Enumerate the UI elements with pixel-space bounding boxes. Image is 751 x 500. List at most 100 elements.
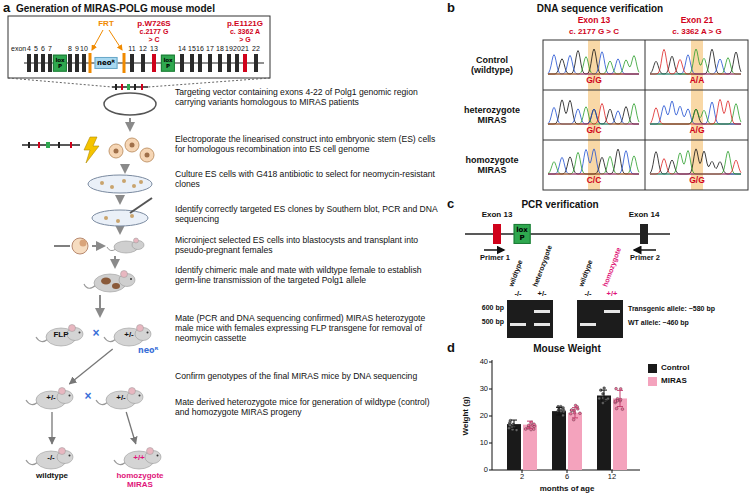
gene-map bbox=[227, 54, 231, 72]
electroporation bbox=[46, 142, 50, 148]
weight-bars bbox=[514, 420, 515, 428]
breeding-arrow bbox=[51, 412, 52, 444]
axis-title: months of age bbox=[540, 484, 595, 493]
gene-map bbox=[123, 53, 126, 73]
weight-bars bbox=[559, 407, 560, 415]
chromatogram bbox=[548, 56, 639, 74]
breeding-arrow bbox=[126, 412, 136, 444]
blastocyst-injection bbox=[80, 240, 87, 247]
weight-bars bbox=[530, 421, 531, 428]
mouse-outline bbox=[157, 455, 159, 457]
weight-bars bbox=[603, 387, 606, 390]
weight-bars bbox=[579, 412, 582, 415]
genotype-note: homozygote MIRAS bbox=[116, 471, 163, 489]
genotype-note: neoᴿ bbox=[138, 346, 159, 355]
chimeric-mouse bbox=[112, 283, 120, 289]
weight-bars bbox=[604, 390, 605, 401]
exon-number: 14 bbox=[178, 45, 186, 53]
exon-number: 13 bbox=[150, 45, 158, 53]
variant-label: c.2177 G > C bbox=[139, 28, 169, 44]
weight-bars bbox=[527, 421, 533, 422]
flow-arrow bbox=[99, 295, 101, 316]
step-text: Electroporate the linearised construct i… bbox=[175, 135, 440, 155]
pcr-schematic bbox=[493, 224, 501, 244]
legend-text: Control bbox=[661, 363, 689, 372]
tick-label: 0 bbox=[484, 466, 488, 475]
gene-map bbox=[89, 53, 92, 73]
box-text: lox P bbox=[163, 57, 172, 70]
electroporation bbox=[84, 137, 99, 163]
mouse-node: +/-neoᴿ bbox=[108, 323, 152, 347]
weight-bars bbox=[615, 387, 618, 390]
genotype-call: G/G bbox=[689, 176, 705, 186]
tick-label: 20 bbox=[480, 412, 488, 421]
cross-symbol: × bbox=[92, 327, 99, 341]
genotype-call: G/C bbox=[586, 126, 601, 136]
exon-number: 22 bbox=[252, 45, 260, 53]
lane-genotype: -/- bbox=[514, 290, 521, 299]
exon-number: 7 bbox=[48, 45, 52, 53]
row-label: homozygote MIRAS bbox=[457, 155, 527, 176]
mouse-outline bbox=[69, 455, 71, 457]
electroporation bbox=[114, 149, 119, 154]
agarose-gel bbox=[507, 300, 553, 338]
legend-text: MIRAS bbox=[661, 376, 687, 385]
weight-bars bbox=[620, 390, 621, 406]
weight-bars bbox=[561, 408, 564, 411]
blastocyst-injection bbox=[72, 238, 88, 254]
agarose-gel bbox=[510, 323, 526, 326]
panel-letter: b bbox=[447, 1, 455, 16]
sequence-grid bbox=[543, 40, 748, 190]
weight-bars bbox=[570, 409, 573, 412]
gene-map bbox=[152, 54, 156, 72]
axis-title: Weight (g) bbox=[461, 397, 470, 436]
exon-number: 4 bbox=[27, 45, 31, 53]
targeting-vector bbox=[127, 84, 130, 90]
gene-map bbox=[218, 54, 222, 72]
gene-map bbox=[48, 54, 52, 72]
tick-label: 30 bbox=[480, 385, 488, 394]
electroporation bbox=[58, 142, 60, 148]
construct-lines bbox=[8, 78, 270, 87]
clone-picking bbox=[130, 214, 134, 218]
exon-label: Exon 13 bbox=[482, 210, 513, 219]
lane-label: homozygote bbox=[601, 246, 623, 287]
electroporation bbox=[28, 142, 30, 148]
culture-dish bbox=[100, 181, 104, 185]
column-header: Exon 13 bbox=[578, 16, 611, 26]
box-text: lox P bbox=[55, 57, 64, 70]
gene-map bbox=[34, 54, 38, 72]
gene-map bbox=[198, 54, 202, 72]
blastocyst-injection bbox=[54, 245, 70, 247]
weight-bars bbox=[598, 397, 601, 400]
weight-bars bbox=[508, 427, 511, 430]
targeting-vector bbox=[121, 84, 123, 90]
exon-number: 18 bbox=[216, 45, 224, 53]
step-text: Identify chimeric male and mate with wil… bbox=[175, 266, 440, 286]
chromatogram bbox=[548, 149, 639, 174]
agarose-gel bbox=[580, 323, 596, 326]
mouse-outline bbox=[59, 388, 66, 395]
culture-dish bbox=[110, 185, 114, 189]
gene-map bbox=[8, 16, 270, 78]
gene-map bbox=[27, 54, 31, 72]
gene-map bbox=[75, 54, 79, 72]
electroporation bbox=[145, 153, 150, 158]
weight-bars bbox=[527, 428, 533, 429]
genotype-note: wildtype bbox=[36, 471, 68, 480]
weight-bars bbox=[617, 406, 623, 407]
tick-label: 40 bbox=[480, 358, 488, 367]
flow-arrow bbox=[119, 228, 121, 233]
box-text: neoᴿ bbox=[97, 59, 115, 67]
step-text: Culture ES cells with G418 antibiotic to… bbox=[175, 170, 440, 190]
chromatogram bbox=[548, 149, 639, 174]
weight-bars bbox=[511, 428, 517, 429]
band-size: Transgenic allele: ~580 bp bbox=[628, 305, 715, 313]
blastocyst-injection bbox=[54, 238, 144, 254]
primer-label: Primer 2 bbox=[630, 254, 660, 263]
exon-number: 6 bbox=[41, 45, 45, 53]
weight-bars bbox=[572, 407, 578, 408]
weight-bars bbox=[508, 421, 511, 424]
culture-dish bbox=[139, 180, 143, 184]
pcr-schematic bbox=[640, 224, 648, 244]
